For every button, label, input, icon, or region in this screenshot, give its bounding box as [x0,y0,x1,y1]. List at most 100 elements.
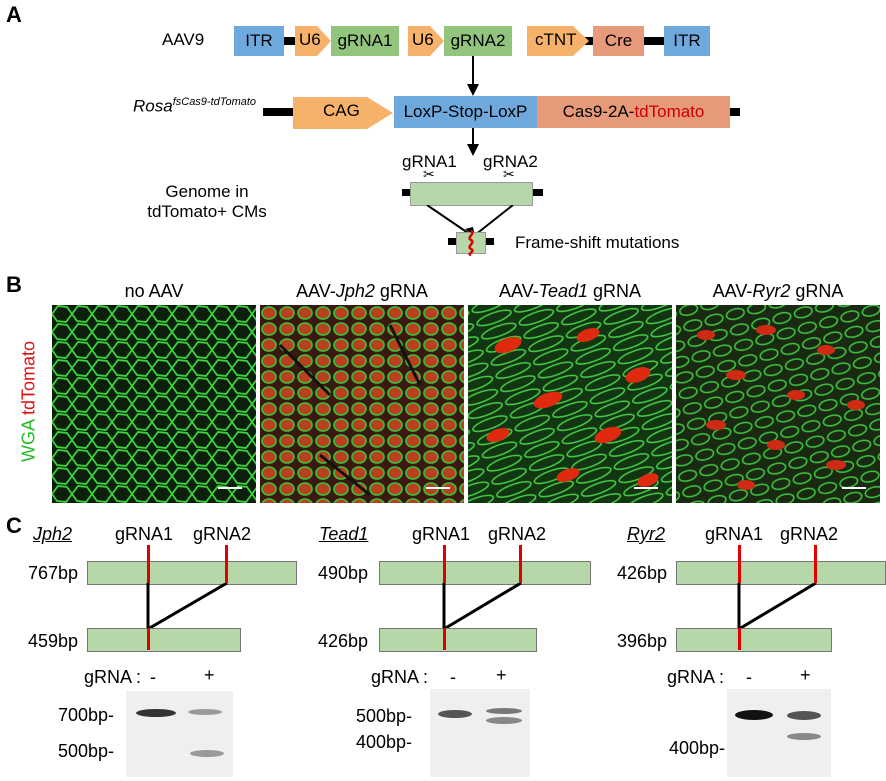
gel-band [787,733,821,740]
panel-b-title-4: AAV-Ryr2 gRNA [712,281,844,301]
grna1-cut-line [443,545,446,583]
gel-band [438,710,472,718]
deletion-lines [146,583,228,629]
cag-arrow [293,97,393,129]
gel-band [136,709,176,717]
deletion-amplicon-bar [379,628,537,652]
micrograph-no-aav [52,305,256,503]
lane-minus-label: - [150,667,156,687]
gene-label-jph2: Jph2 [33,524,73,544]
panel-b-title-3: AAV-Tead1 gRNA [498,281,642,301]
deletion-amplicon-bar [87,628,241,652]
scale-bar [634,487,658,489]
deletion-size-label: 459bp [28,631,79,651]
grna2-cut-line [519,545,522,583]
gel-row-label: gRNA : [84,667,142,687]
mutation-label: Frame-shift mutations [515,233,680,252]
marker-label: 500bp- [356,706,413,726]
wt-size-label: 490bp [318,563,369,583]
grna2-label: gRNA2 [193,524,252,544]
marker-label: 500bp- [58,741,115,761]
itr-box-left: ITR [234,26,284,56]
deletion-amplicon-bar [676,628,832,652]
panel-b-title-1: no AAV [124,281,184,301]
gel-row-label: gRNA : [371,667,429,687]
genome-bar [410,182,533,206]
grna1-label: gRNA1 [412,524,471,544]
loxp-stop-loxp-box: LoxP-Stop-LoxP [394,96,537,128]
grna2-cut-line [814,545,817,583]
ctnt-arrow [527,26,589,56]
u6-label-1: U6 [299,30,321,49]
wt-amplicon-bar [676,561,886,585]
deletion-size-label: 426bp [318,631,369,651]
marker-label: 700bp- [58,705,115,725]
cas9-tdtomato-box: Cas9-2A-tdTomato [537,96,730,128]
gel-band [486,708,522,714]
mutation-squiggle-icon [468,230,474,256]
cre-box: Cre [593,26,644,56]
cag-label: CAG [323,101,360,120]
deletion-lines [442,583,522,629]
gel-row-label: gRNA : [667,667,725,687]
gene-label-ryr2: Ryr2 [627,524,666,544]
lane-plus-label: + [496,665,507,685]
gel-band [190,750,224,757]
lane-plus-label: + [204,665,215,685]
scissors-icon-1: ✂ [423,166,435,182]
wt-size-label: 767bp [28,563,79,583]
itr-box-right: ITR [664,26,710,56]
lane-minus-label: - [746,667,752,687]
u6-label-2: U6 [412,30,434,49]
aav9-label: AAV9 [162,30,205,49]
wt-amplicon-bar [379,561,591,585]
panel-label-b: B [6,272,22,297]
u6-arrow-2 [408,26,444,56]
panel-label-c: C [6,513,22,538]
arrow-to-rosa [467,56,479,96]
ctnt-label: cTNT [535,30,577,49]
gel-band [486,717,522,724]
deletion-junction-line [738,628,741,650]
grna2-label: gRNA2 [780,524,839,544]
micrograph-ryr2 [676,305,880,503]
wt-size-label: 426bp [617,563,668,583]
gel-image [727,689,831,777]
gene-label-tead1: Tead1 [319,524,369,544]
scale-bar [842,487,866,489]
grna1-cut-line [738,545,741,583]
gel-band [787,711,821,720]
grna2-label: gRNA2 [488,524,547,544]
micrograph-tead1 [468,305,672,503]
deletion-junction-line [147,628,150,650]
panel-b-title-2: AAV-Jph2 gRNA [296,281,428,301]
gel-band [735,710,773,720]
grna1-cut-line [147,545,150,583]
scale-bar [426,487,450,489]
lane-plus-label: + [800,665,811,685]
arrow-to-genome [467,128,479,156]
grna1-box: gRNA1 [331,26,399,56]
scale-bar [218,487,242,489]
gel-band [188,709,222,715]
lane-minus-label: - [450,667,456,687]
grna1-label: gRNA1 [115,524,174,544]
deletion-lines [737,583,817,629]
grna2-cut-line [225,545,228,583]
scissors-icon-2: ✂ [503,166,515,182]
deletion-junction-line [443,628,446,650]
cut-label-grna1: gRNA1 [402,152,457,171]
deletion-size-label: 396bp [617,631,668,651]
marker-label: 400bp- [356,732,413,752]
gel-image [430,689,530,777]
wt-amplicon-bar [87,561,297,585]
micrograph-jph2 [260,305,464,503]
marker-label: 400bp- [669,738,726,758]
grna2-box: gRNA2 [444,26,512,56]
panel-label-a: A [6,2,22,27]
gel-image [126,691,233,777]
rosa-label: RosafsCas9-tdTomato [133,96,257,116]
u6-arrow-1 [295,26,331,56]
